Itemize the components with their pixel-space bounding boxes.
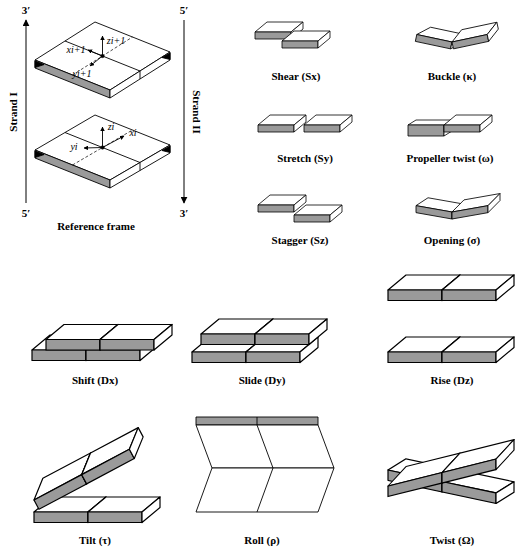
panel-caption: Reference frame [56, 220, 136, 232]
axis-label: zi [107, 121, 116, 132]
stretch-figure [304, 115, 352, 132]
tilt-figure [27, 428, 150, 510]
panel-caption: Rise (Dz) [429, 374, 474, 386]
panel-caption: Stretch (Sy) [276, 152, 334, 164]
propeller-figure [408, 115, 492, 136]
panel-caption: Opening (σ) [423, 234, 481, 246]
axis-label: yi [69, 141, 78, 152]
axis-label: xi+1 [66, 44, 87, 55]
propeller-figure [444, 115, 492, 132]
panel-caption: Stagger (Sz) [271, 234, 330, 246]
roll-figure [257, 425, 273, 512]
axis-arrow [102, 36, 103, 56]
buckle-figure [450, 22, 500, 49]
shear-figure [255, 22, 330, 48]
panel-caption: Buckle (κ) [427, 70, 478, 82]
twist-figure [388, 440, 514, 508]
stagger-figure [258, 195, 306, 212]
shift-figure [32, 325, 172, 361]
base-pair-plate [35, 22, 170, 90]
rise-figure [388, 275, 514, 363]
axis-arrow [103, 136, 125, 148]
base-pair-plate [35, 150, 110, 188]
base-pair-plate [110, 145, 170, 188]
axis-arrow [84, 36, 124, 149]
opening-figure [416, 194, 500, 222]
base-pair-plate [162, 53, 170, 60]
panel-caption: Twist (Ω) [429, 534, 475, 546]
strand-arrow [26, 20, 27, 203]
axis-arrow [88, 50, 103, 56]
axis-arrow [90, 56, 103, 66]
rise-figure [388, 337, 514, 363]
base-pair-plate [35, 151, 44, 158]
base-pair-plate [110, 52, 170, 98]
roll-figure [257, 417, 258, 425]
axis-arrow [84, 147, 103, 149]
strand-end: 3′ [21, 4, 32, 16]
stagger-figure [258, 195, 342, 222]
panel-caption: Propeller twist (ω) [405, 152, 494, 164]
axis-label: zi+1 [106, 35, 126, 46]
roll-figure [196, 417, 334, 512]
base-pair-plate [35, 22, 170, 188]
strand-arrow [184, 20, 185, 203]
strand-end: 5′ [179, 4, 190, 16]
twist-figure [388, 440, 514, 497]
stagger-figure [294, 205, 342, 222]
panel-caption: Tilt (τ) [78, 534, 112, 546]
strand-name: Strand II [191, 89, 203, 135]
slide-figure [201, 319, 327, 345]
stretch-figure [258, 115, 352, 132]
panel-caption: Slide (Dy) [238, 374, 287, 386]
roll-figure [196, 417, 318, 425]
base-pair-plate [35, 115, 170, 180]
panel-caption: Roll (ρ) [243, 534, 281, 546]
stretch-figure [258, 115, 306, 132]
strand-end: 3′ [179, 207, 190, 219]
opening-figure [452, 194, 500, 219]
shear-figure [282, 31, 330, 48]
tilt-figure [27, 428, 160, 523]
base-pair-plate [140, 163, 141, 171]
base-pair-plate [140, 71, 141, 79]
strand-end: 5′ [21, 207, 32, 219]
axis-label: yi+1 [72, 68, 93, 79]
panel-caption: Shear (Sx) [271, 70, 322, 82]
base-pair-plate [35, 60, 110, 98]
slide-figure [192, 319, 327, 363]
axis-arrow [102, 127, 103, 148]
base-pair-plate [35, 61, 44, 68]
base-pair-plate [162, 146, 170, 153]
panel-caption: Shift (Dx) [71, 374, 119, 386]
strand-name: Strand I [7, 91, 19, 132]
shift-figure [46, 325, 172, 351]
axis-label: xi [128, 127, 137, 138]
rise-figure [388, 275, 514, 301]
buckle-figure [415, 22, 500, 51]
strand-arrow [26, 20, 184, 203]
